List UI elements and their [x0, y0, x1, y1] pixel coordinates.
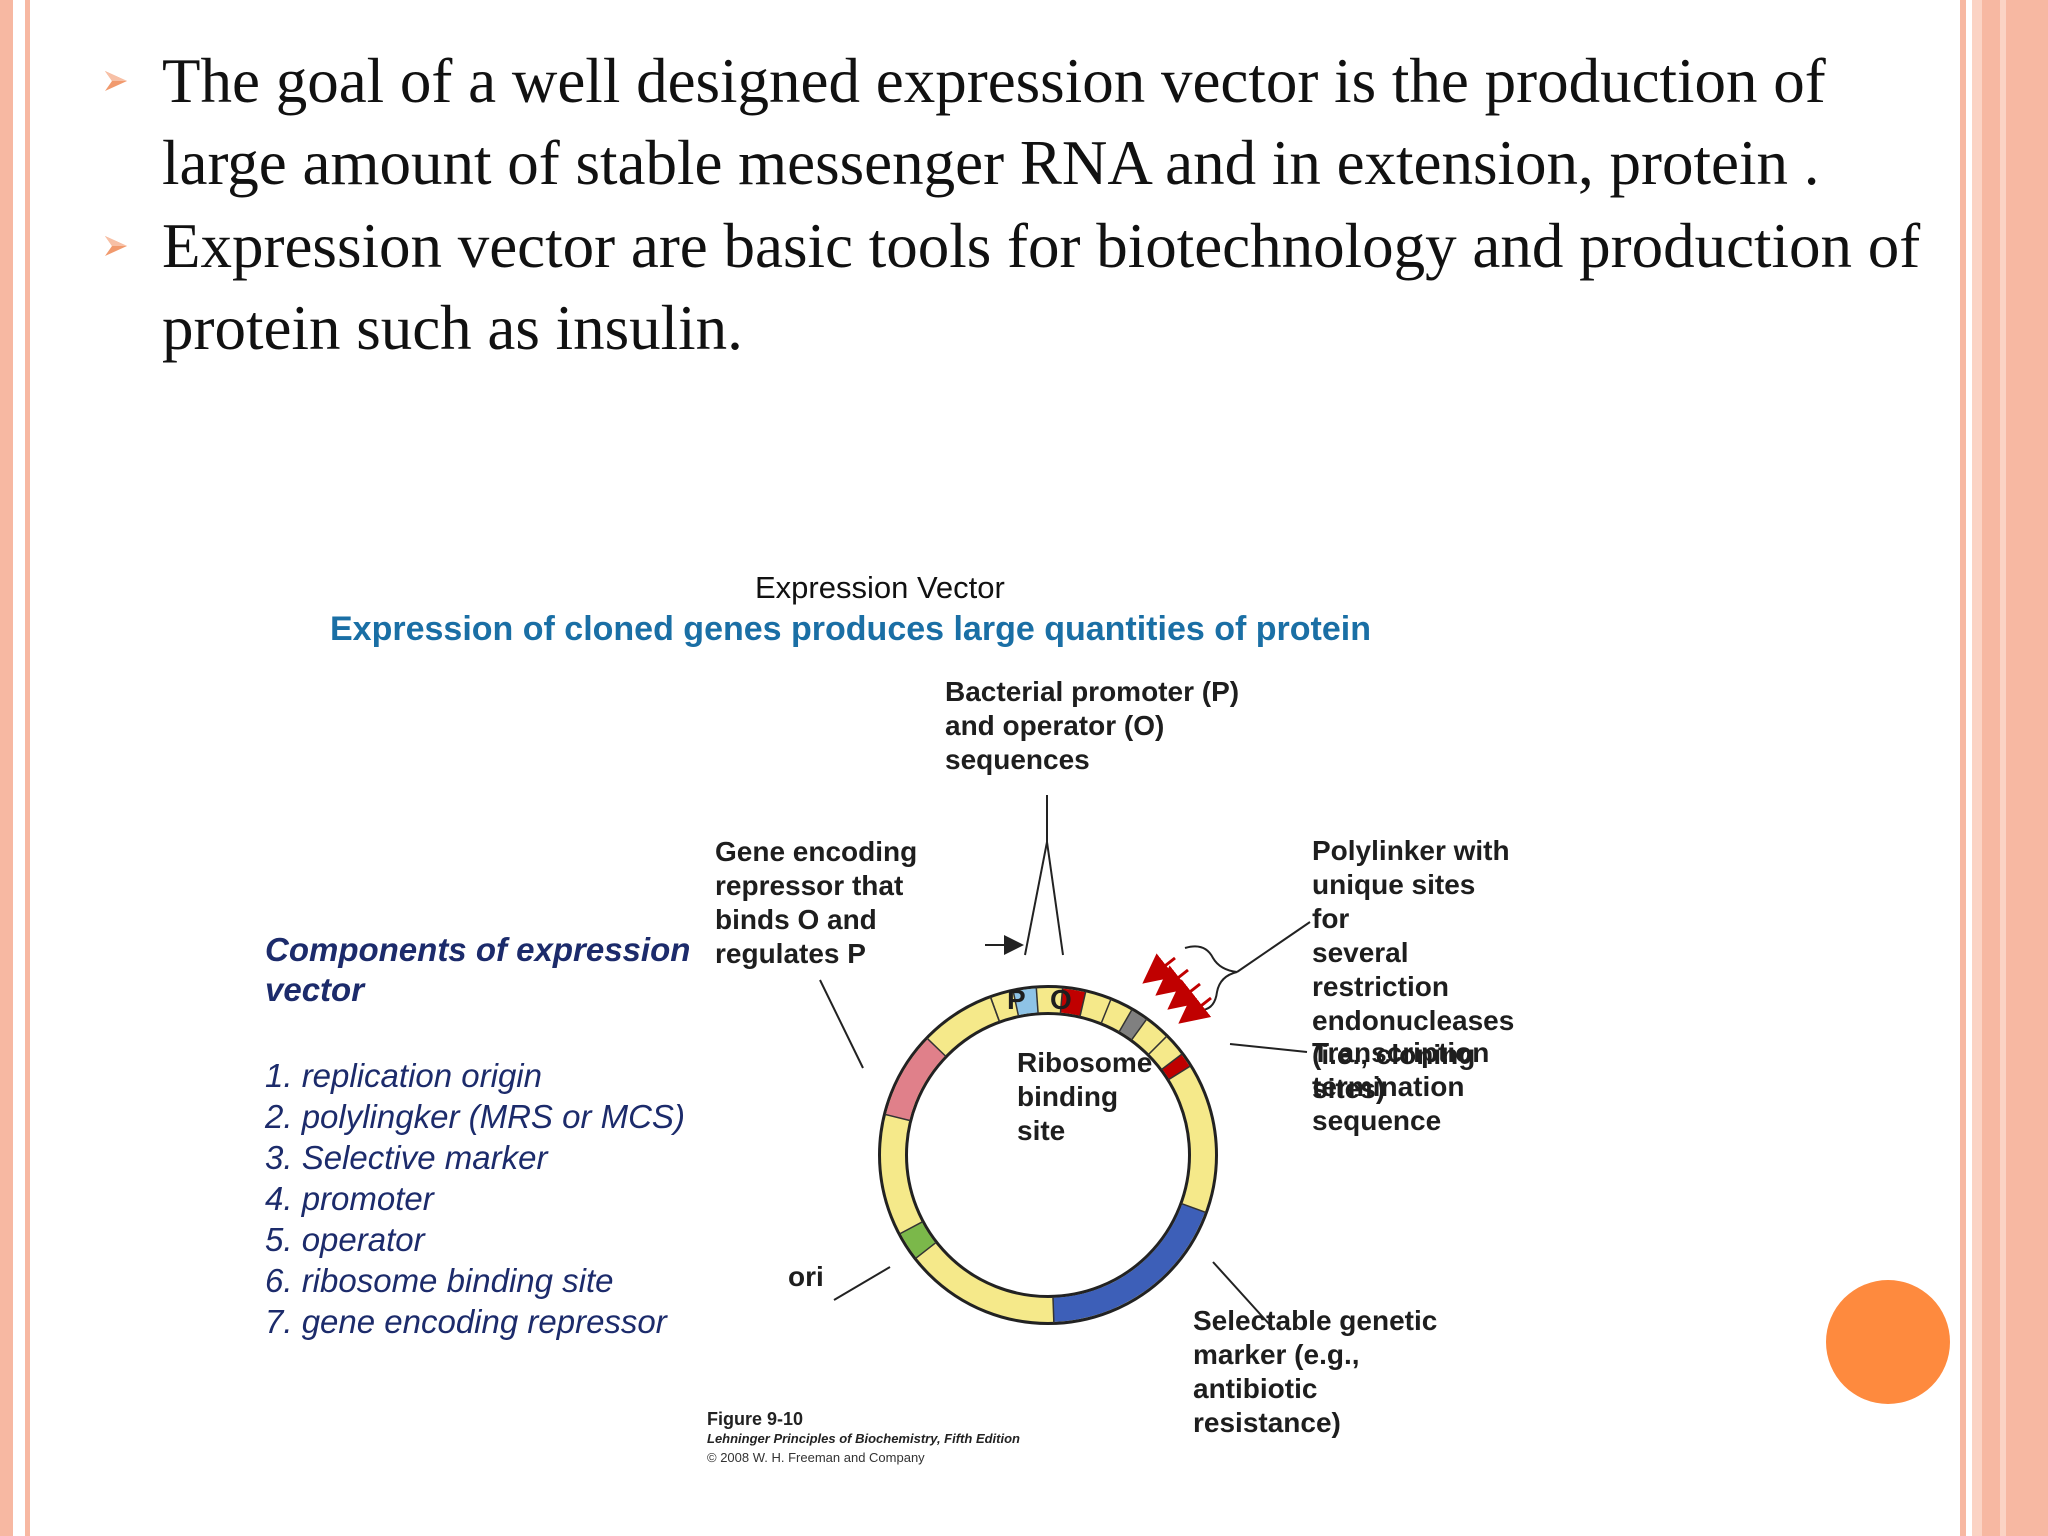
figure-credit-copyright: © 2008 W. H. Freeman and Company — [707, 1450, 925, 1465]
arrow-bullet-icon — [105, 236, 127, 256]
component-item: 3. Selective marker — [265, 1139, 548, 1176]
figure-subtitle: Expression of cloned genes produces larg… — [330, 610, 1371, 648]
bullet-text: Expression vector are basic tools for bi… — [162, 211, 1921, 363]
ring-segment-divider — [1035, 987, 1039, 1014]
ring-segment-divider — [989, 996, 1001, 1022]
promoter-line-left — [1024, 841, 1048, 956]
component-item: 7. gene encoding repressor — [265, 1303, 667, 1340]
ring-segment-divider — [899, 1221, 923, 1235]
ribosome-binding-site-label: Ribosome binding site — [1017, 1047, 1153, 1146]
slide-border-right-light — [1972, 0, 1982, 1536]
polylinker-segment — [1119, 1010, 1147, 1040]
termination-line — [1229, 1043, 1308, 1053]
promoter-operator-label: Bacterial promoter (P) and operator (O) … — [945, 676, 1240, 775]
ring-segment-divider — [1012, 990, 1020, 1017]
promoter-line-right — [1046, 841, 1064, 956]
ring-segment-divider — [1059, 987, 1064, 1014]
component-item: 1. replication origin — [265, 1057, 542, 1094]
ring-segment-divider — [1160, 1053, 1183, 1071]
slide-border-left — [0, 0, 13, 1536]
bullet-item: Expression vector are basic tools for bi… — [95, 205, 1955, 369]
polylinker-label: Polylinker with unique sites for several… — [1312, 835, 1515, 1104]
slide-border-left-line — [25, 0, 30, 1536]
slide-border-right-stripe — [2000, 0, 2006, 1536]
ori-segment — [900, 1221, 936, 1258]
component-item: 5. operator — [265, 1221, 425, 1258]
slide-border-right — [1982, 0, 2048, 1536]
figure-credit-number: Figure 9-10 — [707, 1409, 804, 1429]
polylinker-line — [1236, 921, 1311, 973]
ring-segment-divider — [926, 1037, 947, 1057]
plasmid-ring — [881, 988, 1215, 1322]
component-item: 4. promoter — [265, 1180, 434, 1217]
ring-segment-divider — [1147, 1035, 1168, 1056]
ori-line — [833, 1266, 891, 1301]
ring-segment-divider — [1168, 1065, 1191, 1081]
component-item: 2. polylingker (MRS or MCS) — [265, 1098, 685, 1135]
ring-segment-divider — [1181, 1202, 1207, 1214]
bullet-item: The goal of a well designed expression v… — [95, 40, 1955, 204]
component-item: 6. ribosome binding site — [265, 1262, 614, 1299]
bullet-list: The goal of a well designed expression v… — [95, 40, 1955, 369]
marker-line — [1212, 1261, 1271, 1326]
slide-border-right-line — [1960, 0, 1966, 1536]
arrow-bullet-icon — [105, 71, 127, 91]
selectable-marker-label: Selectable genetic marker (e.g., antibio… — [1193, 1305, 1438, 1438]
operator-o-label: O — [1050, 984, 1072, 1015]
repressor-segment — [885, 1038, 946, 1121]
ori-label: ori — [788, 1261, 824, 1292]
termination-label: Transcription termination sequence — [1312, 1037, 1490, 1136]
figure-credit-book: Lehninger Principles of Biochemistry, Fi… — [707, 1431, 1020, 1446]
bullet-text: The goal of a well designed expression v… — [162, 46, 1826, 198]
expression-vector-figure: Expression Vector Expression of cloned g… — [95, 540, 1514, 1500]
ring-segment-divider — [884, 1113, 911, 1122]
ring-segment-divider — [1079, 991, 1087, 1017]
ring-segment-divider — [1100, 998, 1112, 1024]
repressor-line — [819, 979, 864, 1069]
promoter-p-label: P — [1007, 984, 1026, 1015]
marker-segment — [1052, 1203, 1205, 1322]
orange-circle-decoration — [1826, 1280, 1950, 1404]
plasmid-diagram — [819, 795, 1311, 1326]
repressor-gene-label: Gene encoding repressor that binds O and… — [715, 836, 918, 969]
ring-segment-divider — [1052, 1296, 1055, 1323]
components-title: Components of expression vector — [265, 931, 691, 1008]
figure-title: Expression Vector — [755, 570, 1005, 605]
ring-segment-divider — [915, 1241, 937, 1260]
ring-segment-divider — [1130, 1018, 1148, 1041]
terminator-segment — [1162, 1054, 1190, 1080]
polylinker-brace — [1184, 945, 1238, 1011]
ring-segment-divider — [1118, 1009, 1133, 1033]
